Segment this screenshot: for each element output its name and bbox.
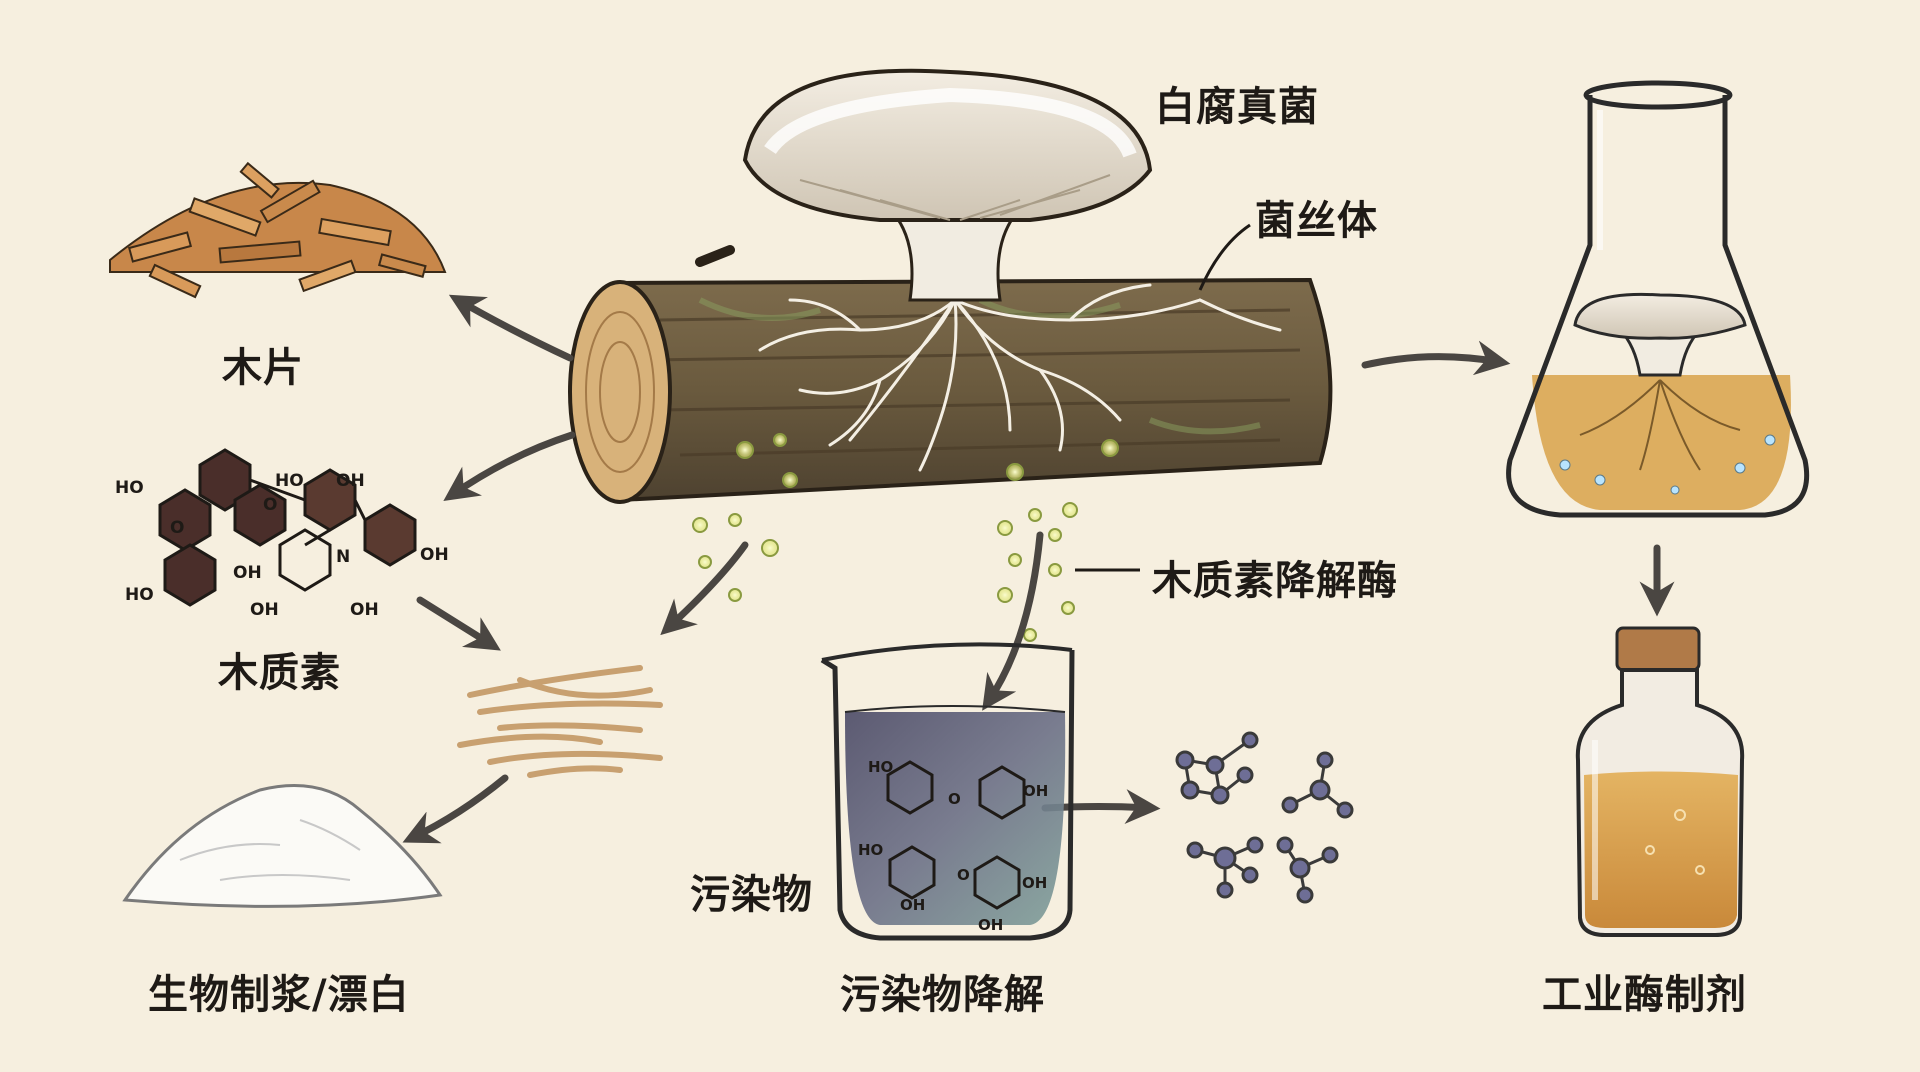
pollutant-atom: HO <box>858 841 883 859</box>
pollutant-atom: OH <box>1023 782 1048 800</box>
pollutant-atom: OH <box>978 916 1003 934</box>
pollutant-atom: O <box>957 866 970 884</box>
pollutant-atom: OH <box>1022 874 1047 892</box>
white-rot-mushroom <box>742 68 1153 302</box>
lignin-atom-labels: HO HO OH O O N OH HO OH OH OH <box>115 471 449 620</box>
process-arrows <box>402 294 1675 844</box>
mycelium-network <box>758 283 1282 472</box>
pollutant-atom: OH <box>900 896 925 914</box>
pollutant-atom: HO <box>868 758 893 776</box>
lignin-atom: OH <box>420 545 449 565</box>
enzyme-bottle <box>1575 626 1745 937</box>
lignin-atom: O <box>170 518 184 538</box>
lignin-atom: OH <box>350 600 379 620</box>
white-pulp-pile <box>122 784 443 908</box>
label-white-rot-fungus: 白腐真菌 <box>1155 84 1319 130</box>
lignin-atom: N <box>336 547 350 567</box>
label-pollutant: 污染物 <box>690 872 813 918</box>
lignin-atom: OH <box>336 471 365 491</box>
culture-flask <box>1506 80 1810 518</box>
label-lignin-enzyme: 木质素降解酶 <box>1152 558 1398 604</box>
lignin-atom: OH <box>250 600 279 620</box>
enzyme-particles <box>692 433 1119 642</box>
pollutant-beaker: HO O OH HO O OH OH OH <box>820 642 1075 941</box>
lignin-atom: HO <box>115 478 144 498</box>
label-lignin: 木质素 <box>218 650 341 696</box>
pulp-fibers <box>457 665 663 778</box>
mycelium-pointer <box>1198 223 1251 291</box>
label-pollutant-degradation: 污染物降解 <box>840 972 1045 1018</box>
pollutant-atom: O <box>948 790 961 808</box>
label-mycelium: 菌丝体 <box>1255 198 1378 244</box>
lignin-atom: O <box>263 495 277 515</box>
lignin-atom: OH <box>233 563 262 583</box>
degraded-molecules <box>1175 731 1354 904</box>
wood-chips-pile <box>109 161 447 299</box>
lignin-atom: HO <box>125 585 154 605</box>
label-wood-chips: 木片 <box>222 345 304 391</box>
label-bio-pulping: 生物制浆/漂白 <box>148 972 410 1018</box>
lignin-atom: HO <box>275 471 304 491</box>
label-industrial-enzyme: 工业酶制剂 <box>1542 972 1747 1018</box>
lignin-structure <box>158 448 417 607</box>
